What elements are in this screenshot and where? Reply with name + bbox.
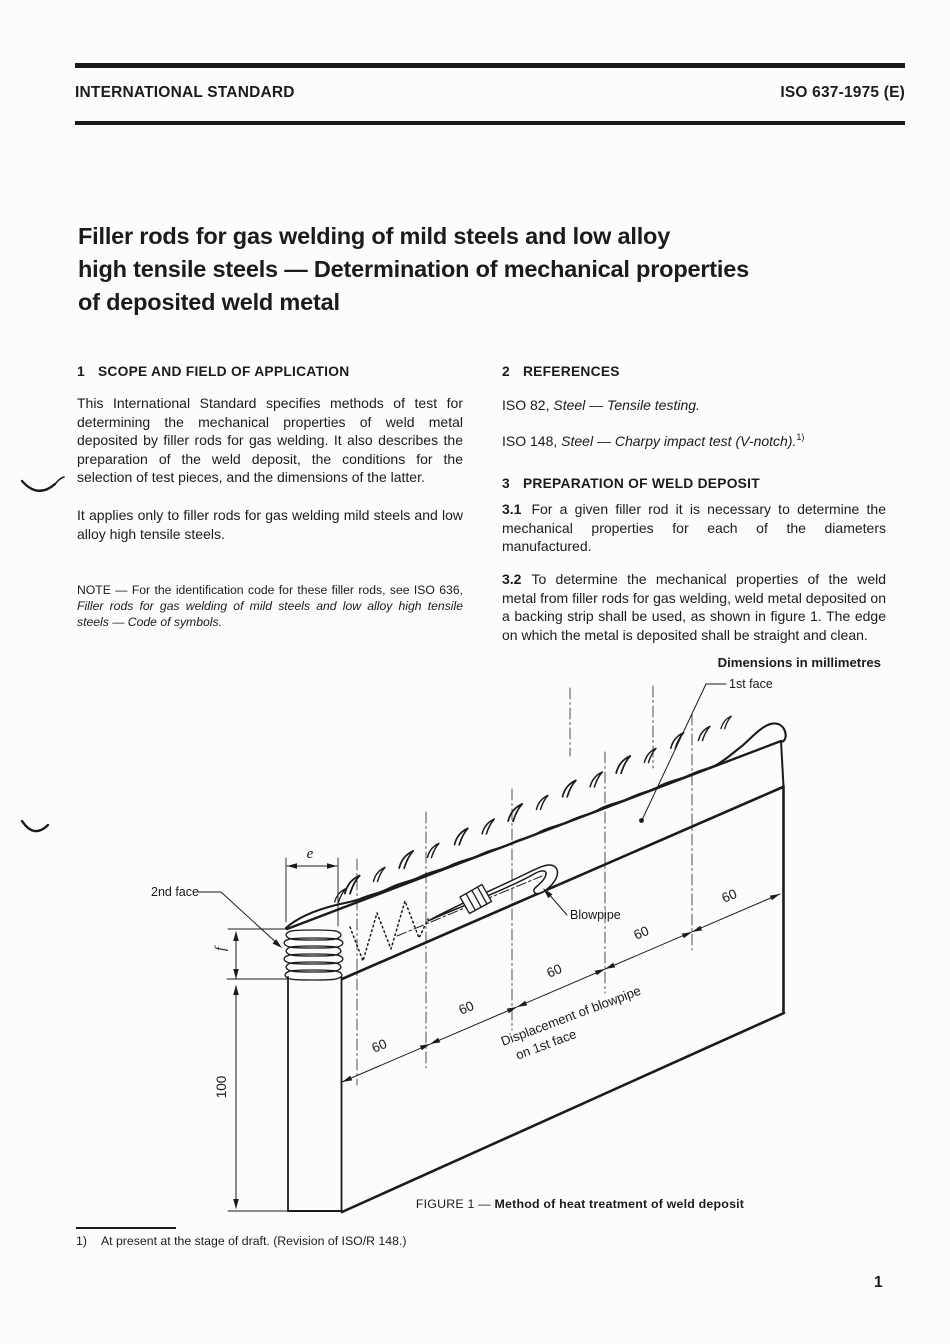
clause-3-2-text: To determine the mechanical properties o…: [502, 570, 886, 643]
section-2-heading: 2 REFERENCES: [502, 363, 886, 380]
section-3-heading: 3 PREPARATION OF WELD DEPOSIT: [502, 475, 886, 492]
document-title: Filler rods for gas welding of mild stee…: [78, 220, 888, 319]
second-face-label: 2nd face: [151, 885, 199, 899]
figure-1-drawing: 60 60 60 60 60 Displacement of blowpipe …: [151, 655, 881, 1214]
blowpipe-position-centerlines: [356, 685, 693, 1086]
clause-3-1-number: 3.1: [502, 501, 522, 518]
footnote-marker: 1): [76, 1234, 87, 1248]
dim-60-label-5: 60: [719, 886, 739, 906]
clause-3-2-number: 3.2: [502, 570, 522, 587]
dim-100-label: 100: [214, 1076, 229, 1099]
ref2-footnote-marker: 1): [796, 431, 805, 442]
figure-caption-prefix: FIGURE 1 —: [415, 1197, 495, 1211]
dim-60-label-2: 60: [456, 998, 476, 1018]
title-line-3: of deposited weld metal: [78, 289, 340, 315]
reference-iso-148: ISO 148, Steel — Charpy impact test (V-n…: [502, 428, 886, 451]
weld-stack-second-face: [283, 929, 344, 981]
reference-iso-82: ISO 82, Steel — Tensile testing.: [502, 396, 886, 415]
margin-mark-2: [20, 819, 50, 833]
dim-60-label-3: 60: [544, 961, 564, 981]
scope-paragraph-1: This International Standard specifies me…: [77, 395, 463, 486]
section-3-title: PREPARATION OF WELD DEPOSIT: [522, 476, 760, 492]
title-line-2: high tensile steels — Determination of m…: [78, 256, 749, 282]
dim-60-label-1: 60: [369, 1036, 389, 1056]
right-column: 2 REFERENCES ISO 82, Steel — Tensile test…: [502, 363, 886, 644]
blowpipe-valve-block: [459, 883, 493, 915]
weld-bead-band: [284, 715, 787, 930]
scope-note: NOTE — For the identification code for t…: [77, 583, 463, 630]
weld-ripple-marks: [330, 715, 736, 905]
note-cited-title: Filler rods for gas welding of mild stee…: [77, 598, 463, 629]
dimensions-units-note: Dimensions in millimetres: [718, 655, 881, 670]
header-row: INTERNATIONAL STANDARD ISO 637-1975 (E): [75, 84, 905, 102]
section-2-title: REFERENCES: [522, 364, 620, 379]
blowpipe-label: Blowpipe: [570, 908, 621, 922]
dimension-60-labels: 60 60 60 60 60: [369, 886, 739, 1056]
dim-60-label-4: 60: [631, 923, 651, 943]
displacement-dimension-chain: 60 60 60 60 60 Displacement of blowpipe …: [341, 886, 781, 1083]
dimension-e: e: [285, 846, 339, 927]
header-standard-label: INTERNATIONAL STANDARD: [75, 84, 295, 101]
section-1-heading: 1 SCOPE AND FIELD OF APPLICATION: [77, 363, 463, 380]
figure-caption-title: Method of heat treatment of weld deposit: [494, 1197, 745, 1211]
scope-paragraph-2: It applies only to filler rods for gas w…: [77, 506, 463, 542]
title-line-1: Filler rods for gas welding of mild stee…: [78, 223, 671, 249]
ref1-prefix: ISO 82,: [502, 397, 554, 413]
footnote-rule: [76, 1227, 176, 1229]
ref2-title: Steel — Charpy impact test (V-notch).: [561, 432, 797, 449]
margin-mark-1: [20, 479, 57, 492]
footnote-text: At present at the stage of draft. (Revis…: [100, 1234, 407, 1248]
header-doc-number: ISO 637-1975 (E): [780, 84, 905, 101]
page-number: 1: [874, 1274, 883, 1291]
note-prefix: NOTE — For the identification code for t…: [77, 583, 463, 598]
blowpipe-drawing: [396, 864, 559, 937]
ref2-prefix: ISO 148,: [502, 432, 562, 449]
test-plate-outline: [285, 739, 786, 1214]
dim-f-label: f: [213, 945, 229, 951]
weave-pattern-dotted: [349, 900, 429, 962]
clause-3-1-text: For a given filler rod it is necessary t…: [502, 501, 886, 555]
first-face-label: 1st face: [729, 677, 773, 691]
dimension-arrowheads: [342, 894, 780, 1082]
section-3-number: 3: [502, 476, 510, 492]
figure-labels: 2nd face 1st face Blowpipe Dimensions in…: [151, 655, 881, 948]
section-2-number: 2: [502, 364, 510, 379]
ref1-title: Steel — Tensile testing.: [553, 397, 700, 413]
dimension-f: f: [213, 928, 288, 980]
section-1-number: 1: [77, 364, 85, 379]
dim-e-label: e: [307, 846, 314, 862]
section-1-title: SCOPE AND FIELD OF APPLICATION: [97, 364, 350, 379]
header-rule-bottom: [75, 121, 905, 125]
left-column: 1 SCOPE AND FIELD OF APPLICATION This Int…: [77, 363, 463, 631]
dimension-100: 100: [214, 985, 289, 1212]
margin-marks: [20, 476, 65, 833]
displacement-annotation: Displacement of blowpipe on 1st face: [499, 983, 643, 1063]
footnote: 1) At present at the stage of draft. (Rev…: [76, 1234, 406, 1248]
figure-caption: FIGURE 1 — Method of heat treatment of w…: [330, 1197, 830, 1211]
header-rule-top: [75, 63, 905, 68]
